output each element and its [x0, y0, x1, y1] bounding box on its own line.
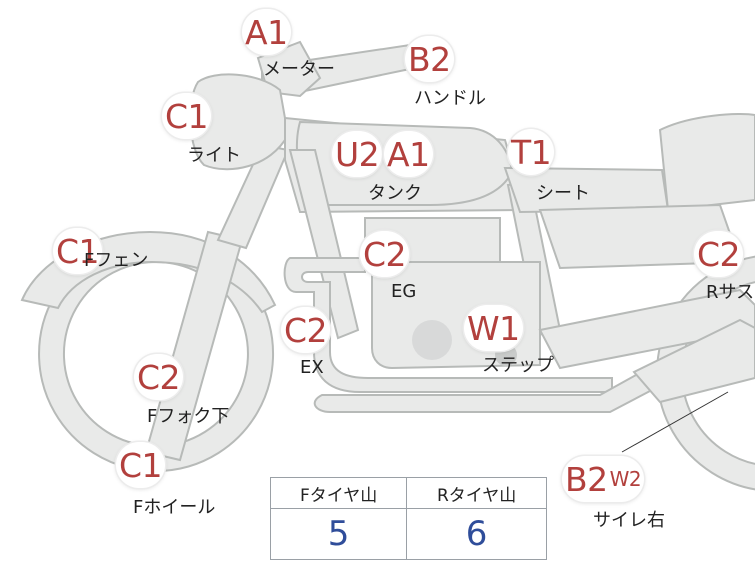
header-front-tire: Fタイヤ山 — [269, 477, 408, 509]
label-rear-susp: Rサス — [706, 282, 755, 303]
label-light: ライト — [187, 145, 241, 166]
value-rear-tire: 6 — [406, 508, 547, 560]
label-front-wheel: Fホイール — [133, 497, 216, 518]
muffler — [632, 318, 755, 404]
exhaust-upper — [283, 257, 613, 393]
badge-code: C2 — [363, 234, 407, 274]
badge-front-fender: C1 — [53, 228, 103, 274]
badge-code: A1 — [387, 134, 430, 174]
frame-downtube — [288, 149, 360, 340]
label-tank: タンク — [368, 183, 422, 204]
badge-exhaust: C2 — [281, 307, 331, 353]
badge-code: W1 — [467, 308, 520, 348]
label-meter: メーター — [263, 59, 335, 80]
engine-crank — [412, 320, 452, 360]
badge-tank-left: U2 — [332, 131, 383, 177]
badge-handle: B2 — [405, 36, 454, 82]
badge-code: C1 — [165, 96, 209, 136]
badge-front-wheel: C1 — [116, 442, 166, 488]
badge-step: W1 — [464, 305, 523, 351]
badge-front-fork: C2 — [134, 354, 184, 400]
label-exhaust: EX — [300, 357, 324, 378]
label-seat: シート — [536, 183, 590, 204]
badge-code: B2 — [408, 39, 451, 79]
label-front-fork: Fフォク下 — [147, 406, 230, 427]
badge-tank-right: A1 — [384, 131, 433, 177]
badge-code: C2 — [697, 234, 741, 274]
badge-code: A1 — [245, 12, 288, 52]
label-handle: ハンドル — [414, 88, 486, 109]
badge-code: C2 — [137, 357, 181, 397]
swing-arm — [538, 288, 755, 370]
seat-tail — [658, 112, 755, 212]
badge-code: C2 — [284, 310, 328, 350]
badge-code: U2 — [335, 134, 380, 174]
badge-code: C1 — [56, 231, 100, 271]
badge-code: B2 — [565, 459, 608, 499]
label-side: サイレ右 — [593, 510, 665, 531]
badge-light: C1 — [162, 93, 212, 139]
badge-seat: T1 — [508, 129, 555, 175]
badge-meter: A1 — [242, 9, 291, 55]
badge-code: C1 — [119, 445, 163, 485]
badge-engine: C2 — [360, 231, 410, 277]
badge-code: T1 — [511, 132, 552, 172]
badge-side: B2 W2 — [562, 456, 645, 502]
header-rear-tire: Rタイヤ山 — [406, 477, 547, 509]
label-step: ステップ — [482, 355, 554, 376]
tire-tread-table: Fタイヤ山 Rタイヤ山 5 6 — [269, 477, 547, 560]
badge-code-small: W2 — [609, 467, 642, 491]
label-engine: EG — [391, 281, 417, 302]
value-front-tire: 5 — [269, 508, 408, 560]
leader-line — [621, 391, 729, 453]
badge-rear-susp: C2 — [694, 231, 744, 277]
label-front-fender: Fフェン — [84, 250, 149, 271]
